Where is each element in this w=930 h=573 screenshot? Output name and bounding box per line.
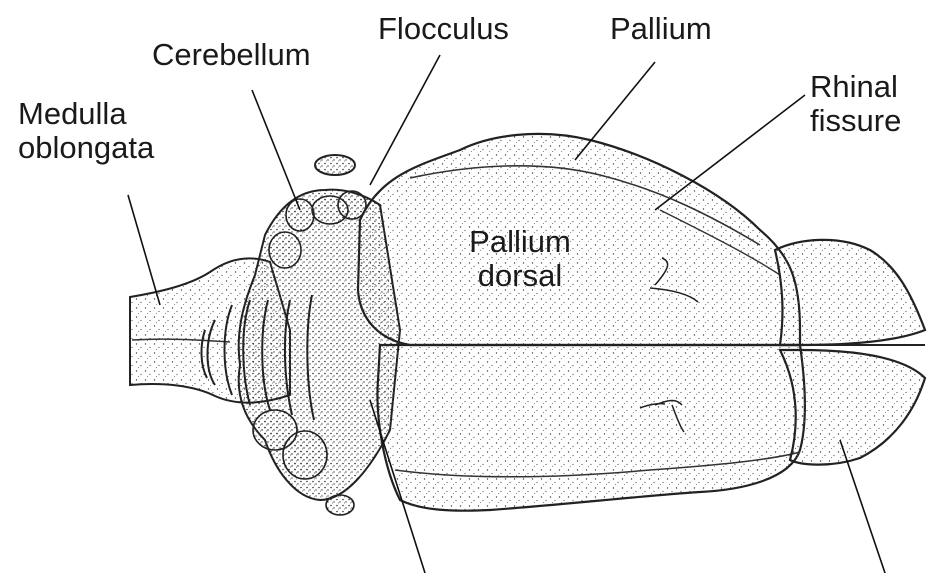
leader-bottom-right — [840, 440, 885, 573]
upper-olfactory-bulb-shape — [775, 240, 925, 345]
label-medulla-line2: oblongata — [18, 131, 154, 165]
leader-cerebellum — [252, 90, 300, 210]
label-pallium: Pallium — [610, 12, 712, 46]
label-rhinal-line2: fissure — [810, 104, 901, 138]
label-pallium-dorsal: Pallium dorsal — [455, 225, 585, 293]
label-pallium-dorsal-line1: Pallium — [455, 225, 585, 259]
lower-olfactory-bulb-shape — [780, 350, 925, 465]
leader-pallium — [575, 62, 655, 160]
label-medulla-line1: Medulla — [18, 97, 154, 131]
label-cerebellum: Cerebellum — [152, 38, 311, 72]
label-rhinal-line1: Rhinal — [810, 70, 901, 104]
label-rhinal-fissure: Rhinal fissure — [810, 70, 901, 138]
label-pallium-dorsal-line2: dorsal — [455, 259, 585, 293]
leader-medulla — [128, 195, 160, 305]
label-flocculus: Flocculus — [378, 12, 509, 46]
lower-hemisphere-shape — [377, 345, 804, 511]
leader-rhinal — [655, 95, 805, 210]
label-medulla-oblongata: Medulla oblongata — [18, 97, 154, 165]
